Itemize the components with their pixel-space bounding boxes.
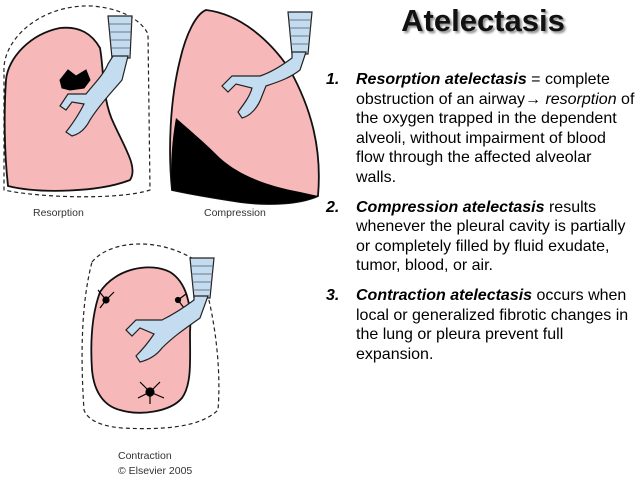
emphasis-text: resorption (545, 90, 617, 108)
compression-fluid (171, 118, 318, 204)
list-number: 2. (326, 198, 340, 216)
list-number: 1. (326, 71, 340, 88)
list-item-compression: 2. Compression atelectasis results whene… (323, 198, 635, 276)
contraction-bronchi (125, 295, 209, 363)
resorption-bronchi (59, 55, 129, 137)
list-number: 3. (326, 286, 340, 304)
compression-figure (169, 9, 320, 205)
contraction-lung (90, 266, 192, 414)
resorption-trachea (107, 15, 133, 59)
definition-text: occurs when local or generalized fibroti… (356, 286, 629, 363)
atelectasis-illustration (3, 5, 320, 430)
contraction-normal-outline (81, 243, 220, 430)
definition-text: of the oxygen trapped in the dependent a… (356, 90, 635, 186)
resorption-normal-outline (3, 5, 151, 198)
copyright-label: © Elsevier 2005 (118, 465, 193, 477)
list-item-resorption: 1. Resorption atelectasis = complete obs… (323, 70, 635, 188)
definition-text: results whenever the pleural cavity is p… (356, 198, 626, 275)
arrow-icon: → (524, 90, 541, 108)
page-title: Atelectasis (401, 3, 565, 38)
compression-label: Compression (204, 207, 266, 219)
contraction-scars (97, 289, 187, 404)
contraction-label: Contraction (118, 450, 172, 462)
term-resorption: Resorption atelectasis (356, 71, 527, 88)
list-item-contraction: 3. Contraction atelectasis occurs when l… (323, 286, 635, 364)
contraction-trachea (189, 257, 215, 299)
resorption-label: Resorption (33, 207, 84, 219)
resorption-lung (3, 26, 134, 192)
term-contraction: Contraction atelectasis (356, 286, 533, 304)
term-compression: Compression atelectasis (356, 198, 545, 216)
compression-trachea (287, 11, 313, 55)
resorption-figure (3, 5, 151, 198)
compression-bronchi (221, 51, 307, 119)
contraction-figure (81, 243, 220, 430)
resorption-obstruction (59, 69, 91, 91)
definition-list: 1. Resorption atelectasis = complete obs… (323, 70, 635, 374)
definition-text: = complete obstruction of an airway (356, 71, 610, 108)
